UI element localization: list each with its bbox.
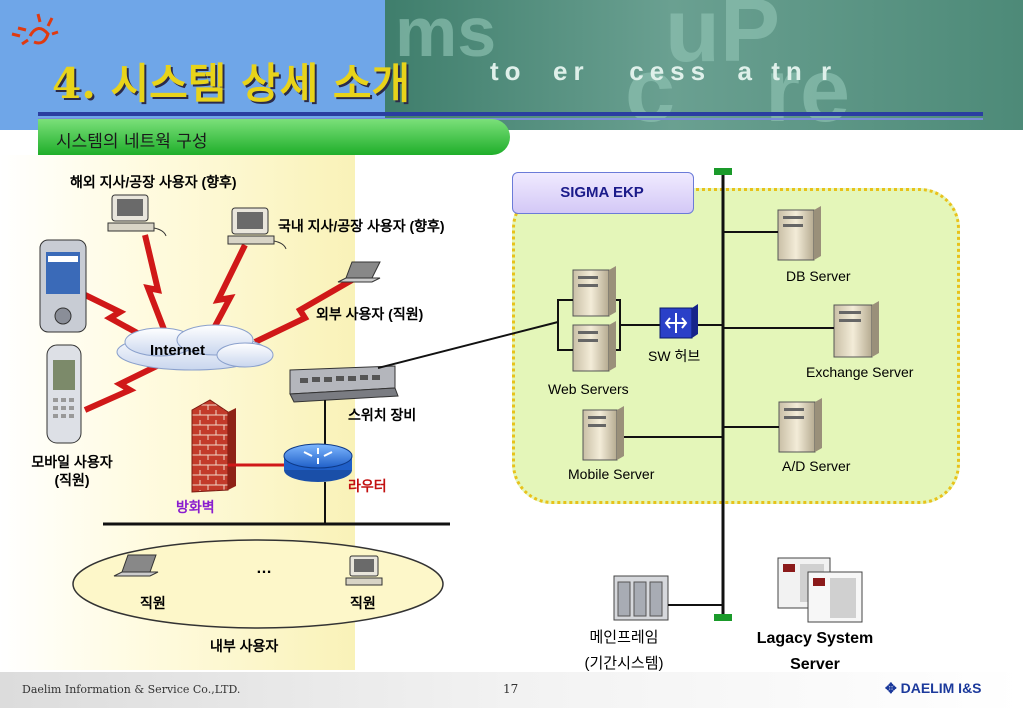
title-underline <box>38 112 983 116</box>
sw-hub-icon <box>659 304 698 339</box>
footer-company: Daelim Information & Service Co.,LTD. <box>22 683 241 696</box>
domestic-users-label: 국내 지사/공장 사용자 (향후) <box>278 218 445 234</box>
staff-label-1: 직원 <box>140 595 166 611</box>
exchange-server-label: Exchange Server <box>806 364 914 380</box>
daelim-logo-icon: ✥ <box>885 680 901 696</box>
mainframe-icon <box>613 575 669 621</box>
internal-lan-ellipse <box>72 539 444 629</box>
router-label: 라우터 <box>348 478 387 494</box>
page-number: 17 <box>503 682 519 696</box>
mobile-server-label: Mobile Server <box>568 466 655 482</box>
mobile-server-icon <box>582 406 624 461</box>
switch-to-web-link <box>377 321 559 369</box>
web-servers-label: Web Servers <box>548 381 629 397</box>
switch-icon <box>289 365 399 403</box>
firewall-icon <box>191 399 236 493</box>
internet-label: Internet <box>150 342 206 359</box>
footer-logo: ✥ DAELIM I&S <box>885 680 982 697</box>
header-ghost-text: to er cess a tn r <box>490 56 838 86</box>
footer-logo-text: DAELIM I&S <box>900 680 982 696</box>
link-external <box>253 277 354 345</box>
link-pda <box>73 287 152 343</box>
internal-laptop-icon <box>113 554 159 577</box>
overseas-computer-icon <box>107 194 167 237</box>
link-domestic <box>202 243 248 347</box>
internal-users-label: 내부 사용자 <box>210 638 279 654</box>
mobile-phone-icon <box>46 344 82 444</box>
internet-cloud-icon <box>116 324 274 371</box>
external-users-label: 외부 사용자 (직원) <box>316 306 424 322</box>
domestic-computer-icon <box>227 207 287 250</box>
switch-label: 스위치 장비 <box>348 407 417 423</box>
web-cluster-bracket-left <box>557 299 573 351</box>
staff-label-2: 직원 <box>350 595 376 611</box>
ellipsis-label: … <box>256 560 272 577</box>
legacy-server-label-line1: Lagacy System <box>756 630 874 647</box>
internal-computer-icon <box>345 555 383 586</box>
sw-hub-label: SW 허브 <box>648 348 701 364</box>
subtitle-tab <box>38 119 510 155</box>
mobile-users-sublabel: (직원) <box>54 472 90 488</box>
overseas-users-label: 해외 지사/공장 사용자 (향후) <box>70 174 237 190</box>
link-overseas <box>142 234 173 347</box>
sigma-ekp-label: SIGMA EKP <box>560 184 644 201</box>
web-server-icon-1 <box>572 266 616 317</box>
mobile-users-label: 모바일 사용자 <box>31 454 113 470</box>
firewall-label: 방화벽 <box>176 499 215 515</box>
subtitle: 시스템의 네트웍 구성 <box>56 132 208 152</box>
legacy-server-label-line2: Server <box>790 656 840 673</box>
wan-links <box>73 234 354 413</box>
db-server-icon <box>777 206 821 261</box>
db-server-label: DB Server <box>786 268 851 284</box>
ad-server-icon <box>778 398 822 453</box>
ad-server-label: A/D Server <box>782 458 851 474</box>
backbone-bottom-cap <box>714 614 732 621</box>
footer-bar <box>0 672 1023 708</box>
web-cluster-bracket-right <box>616 299 621 351</box>
web-server-icon-2 <box>572 321 616 372</box>
mainframe-label: 메인프레임 <box>589 629 659 646</box>
title-underline-thin <box>38 118 983 120</box>
page-title: 4. 시스템 상세 소개 <box>52 59 411 108</box>
legacy-server-icon <box>777 557 863 623</box>
header-left-panel <box>0 0 385 130</box>
router-icon <box>283 443 353 482</box>
backbone-top-cap <box>714 168 732 175</box>
laptop-external-icon <box>337 261 381 283</box>
pda-icon <box>39 239 87 333</box>
link-mobile <box>83 359 167 413</box>
exchange-server-icon <box>833 301 879 358</box>
mainframe-sublabel: (기간시스템) <box>584 655 664 672</box>
sigma-ekp-label-box <box>512 172 694 214</box>
